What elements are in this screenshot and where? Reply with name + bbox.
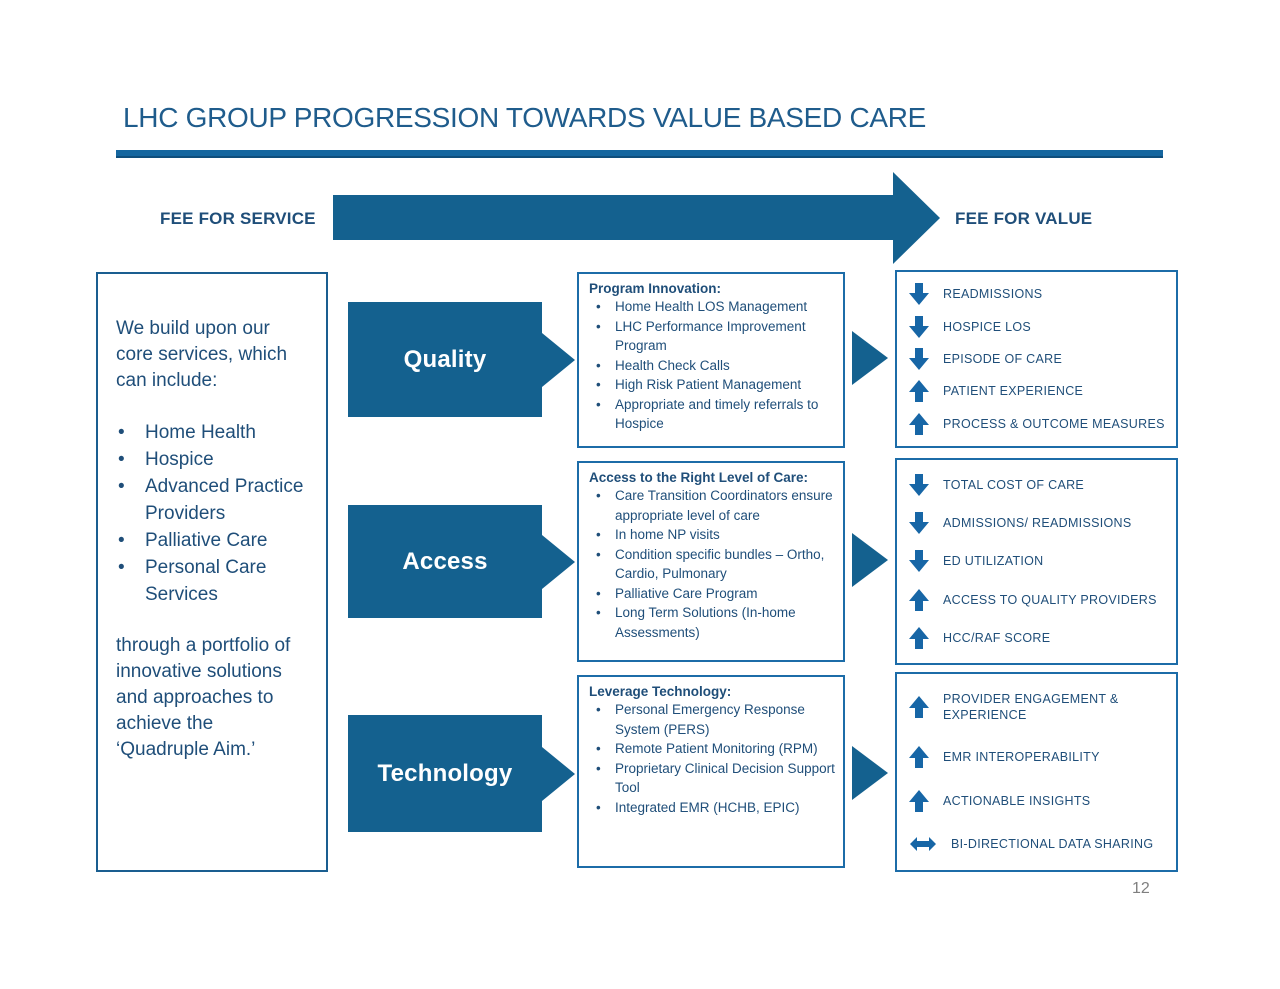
outcome-item: ED UTILIZATION: [909, 550, 1168, 573]
core-service-item: Advanced Practice Providers: [116, 473, 321, 527]
arrow-tab-label: Quality: [403, 345, 487, 373]
connector-triangle-icon: [852, 533, 888, 587]
detail-bullet: Care Transition Coordinators ensure appr…: [589, 486, 835, 525]
core-service-item: Palliative Care: [116, 527, 321, 554]
up-arrow-icon: [909, 745, 929, 768]
arrow-tab-label: Technology: [377, 759, 513, 787]
progression-arrow-head-icon: [893, 172, 940, 264]
up-arrow-icon: [909, 696, 929, 719]
slide-title: LHC GROUP PROGRESSION TOWARDS VALUE BASE…: [123, 102, 927, 133]
up-arrow-icon: [909, 412, 929, 435]
detail-bullet: Appropriate and timely referrals to Hosp…: [589, 395, 835, 434]
detail-box-title: Program Innovation:: [589, 281, 722, 296]
detail-box-leverage-technology: Leverage Technology: Personal Emergency …: [577, 675, 845, 868]
page-number: 12: [1132, 880, 1150, 897]
title-underline: [116, 150, 1163, 158]
arrow-tab-label: Access: [402, 547, 488, 575]
outcome-label: EPISODE OF CARE: [943, 351, 1063, 366]
outcome-item: ADMISSIONS/ READMISSIONS: [909, 512, 1168, 535]
detail-box-title: Access to the Right Level of Care:: [589, 470, 809, 485]
outcome-label: ACCESS TO QUALITY PROVIDERS: [943, 592, 1157, 607]
outcome-label: PROCESS & OUTCOME MEASURES: [943, 416, 1165, 431]
outcome-item: HCC/RAF SCORE: [909, 626, 1168, 649]
down-arrow-icon: [909, 347, 929, 370]
up-arrow-icon: [909, 380, 929, 403]
detail-bullet-list: Care Transition Coordinators ensure appr…: [589, 486, 835, 642]
core-services-list: Home Health Hospice Advanced Practice Pr…: [116, 419, 314, 608]
outcome-item: PATIENT EXPERIENCE: [909, 380, 1168, 403]
outcome-label: READMISSIONS: [943, 287, 1043, 302]
outcome-label: BI-DIRECTIONAL DATA SHARING: [951, 836, 1154, 851]
detail-box-title: Leverage Technology:: [589, 684, 732, 699]
outcome-label: ADMISSIONS/ READMISSIONS: [943, 516, 1132, 531]
outcome-item: TOTAL COST OF CARE: [909, 474, 1168, 497]
outcome-label: TOTAL COST OF CARE: [943, 478, 1085, 493]
detail-bullet: Palliative Care Program: [589, 584, 835, 604]
core-service-item: Personal Care Services: [116, 554, 321, 608]
connector-triangle-icon: [852, 331, 888, 385]
down-arrow-icon: [909, 315, 929, 338]
arrow-tab-quality: Quality: [348, 302, 542, 417]
fee-for-service-label: FEE FOR SERVICE: [160, 209, 316, 228]
up-arrow-icon: [909, 626, 929, 649]
fee-for-value-label: FEE FOR VALUE: [955, 209, 1093, 228]
outcome-item: BI-DIRECTIONAL DATA SHARING: [909, 835, 1168, 853]
detail-bullet: LHC Performance Improvement Program: [589, 317, 835, 356]
arrow-tab-technology: Technology: [348, 715, 542, 832]
outcome-label: ACTIONABLE INSIGHTS: [943, 794, 1091, 809]
down-arrow-icon: [909, 512, 929, 535]
detail-bullet-list: Home Health LOS Management LHC Performan…: [589, 297, 835, 434]
core-services-panel: We build upon our core services, which c…: [96, 272, 328, 872]
outcome-box-technology: PROVIDER ENGAGEMENT & EXPERIENCE EMR INT…: [895, 672, 1178, 872]
outcome-box-quality: READMISSIONS HOSPICE LOS EPISODE OF CARE…: [895, 270, 1178, 448]
down-arrow-icon: [909, 283, 929, 306]
outcome-label: HOSPICE LOS: [943, 319, 1032, 334]
detail-bullet: In home NP visits: [589, 525, 835, 545]
bidirectional-arrow-icon: [910, 836, 936, 851]
outcome-item: ACTIONABLE INSIGHTS: [909, 790, 1168, 813]
core-services-outro: through a portfolio of innovative soluti…: [116, 635, 291, 760]
detail-box-program-innovation: Program Innovation: Home Health LOS Mana…: [577, 272, 845, 448]
outcome-item: EMR INTEROPERABILITY: [909, 745, 1168, 768]
outcome-item: HOSPICE LOS: [909, 315, 1168, 338]
outcome-item: PROCESS & OUTCOME MEASURES: [909, 412, 1168, 435]
down-arrow-icon: [909, 474, 929, 497]
up-arrow-icon: [909, 588, 929, 611]
detail-bullet: Proprietary Clinical Decision Support To…: [589, 759, 835, 798]
outcome-label: PROVIDER ENGAGEMENT & EXPERIENCE: [943, 692, 1119, 723]
detail-bullet: Long Term Solutions (In-home Assessments…: [589, 603, 835, 642]
detail-bullet: Health Check Calls: [589, 356, 835, 376]
up-arrow-icon: [909, 790, 929, 813]
connector-triangle-icon: [852, 746, 888, 800]
outcome-item: READMISSIONS: [909, 283, 1168, 306]
detail-bullet: Personal Emergency Response System (PERS…: [589, 700, 835, 739]
progression-arrow: [333, 195, 893, 240]
core-services-intro: We build upon our core services, which c…: [116, 318, 288, 391]
outcome-item: EPISODE OF CARE: [909, 347, 1168, 370]
detail-bullet: Home Health LOS Management: [589, 297, 835, 317]
core-service-item: Hospice: [116, 446, 321, 473]
outcome-label: HCC/RAF SCORE: [943, 630, 1051, 645]
core-service-item: Home Health: [116, 419, 321, 446]
detail-bullet-list: Personal Emergency Response System (PERS…: [589, 700, 835, 817]
outcome-label: PATIENT EXPERIENCE: [943, 384, 1084, 399]
detail-bullet: High Risk Patient Management: [589, 375, 835, 395]
outcome-label: EMR INTEROPERABILITY: [943, 749, 1100, 764]
outcome-box-access: TOTAL COST OF CARE ADMISSIONS/ READMISSI…: [895, 458, 1178, 665]
detail-bullet: Condition specific bundles – Ortho, Card…: [589, 545, 835, 584]
outcome-item: ACCESS TO QUALITY PROVIDERS: [909, 588, 1168, 611]
down-arrow-icon: [909, 550, 929, 573]
detail-bullet: Integrated EMR (HCHB, EPIC): [589, 798, 835, 818]
arrow-tab-access: Access: [348, 505, 542, 618]
outcome-label: ED UTILIZATION: [943, 554, 1044, 569]
detail-bullet: Remote Patient Monitoring (RPM): [589, 739, 835, 759]
outcome-item: PROVIDER ENGAGEMENT & EXPERIENCE: [909, 691, 1168, 723]
detail-box-access-right-level: Access to the Right Level of Care: Care …: [577, 461, 845, 662]
